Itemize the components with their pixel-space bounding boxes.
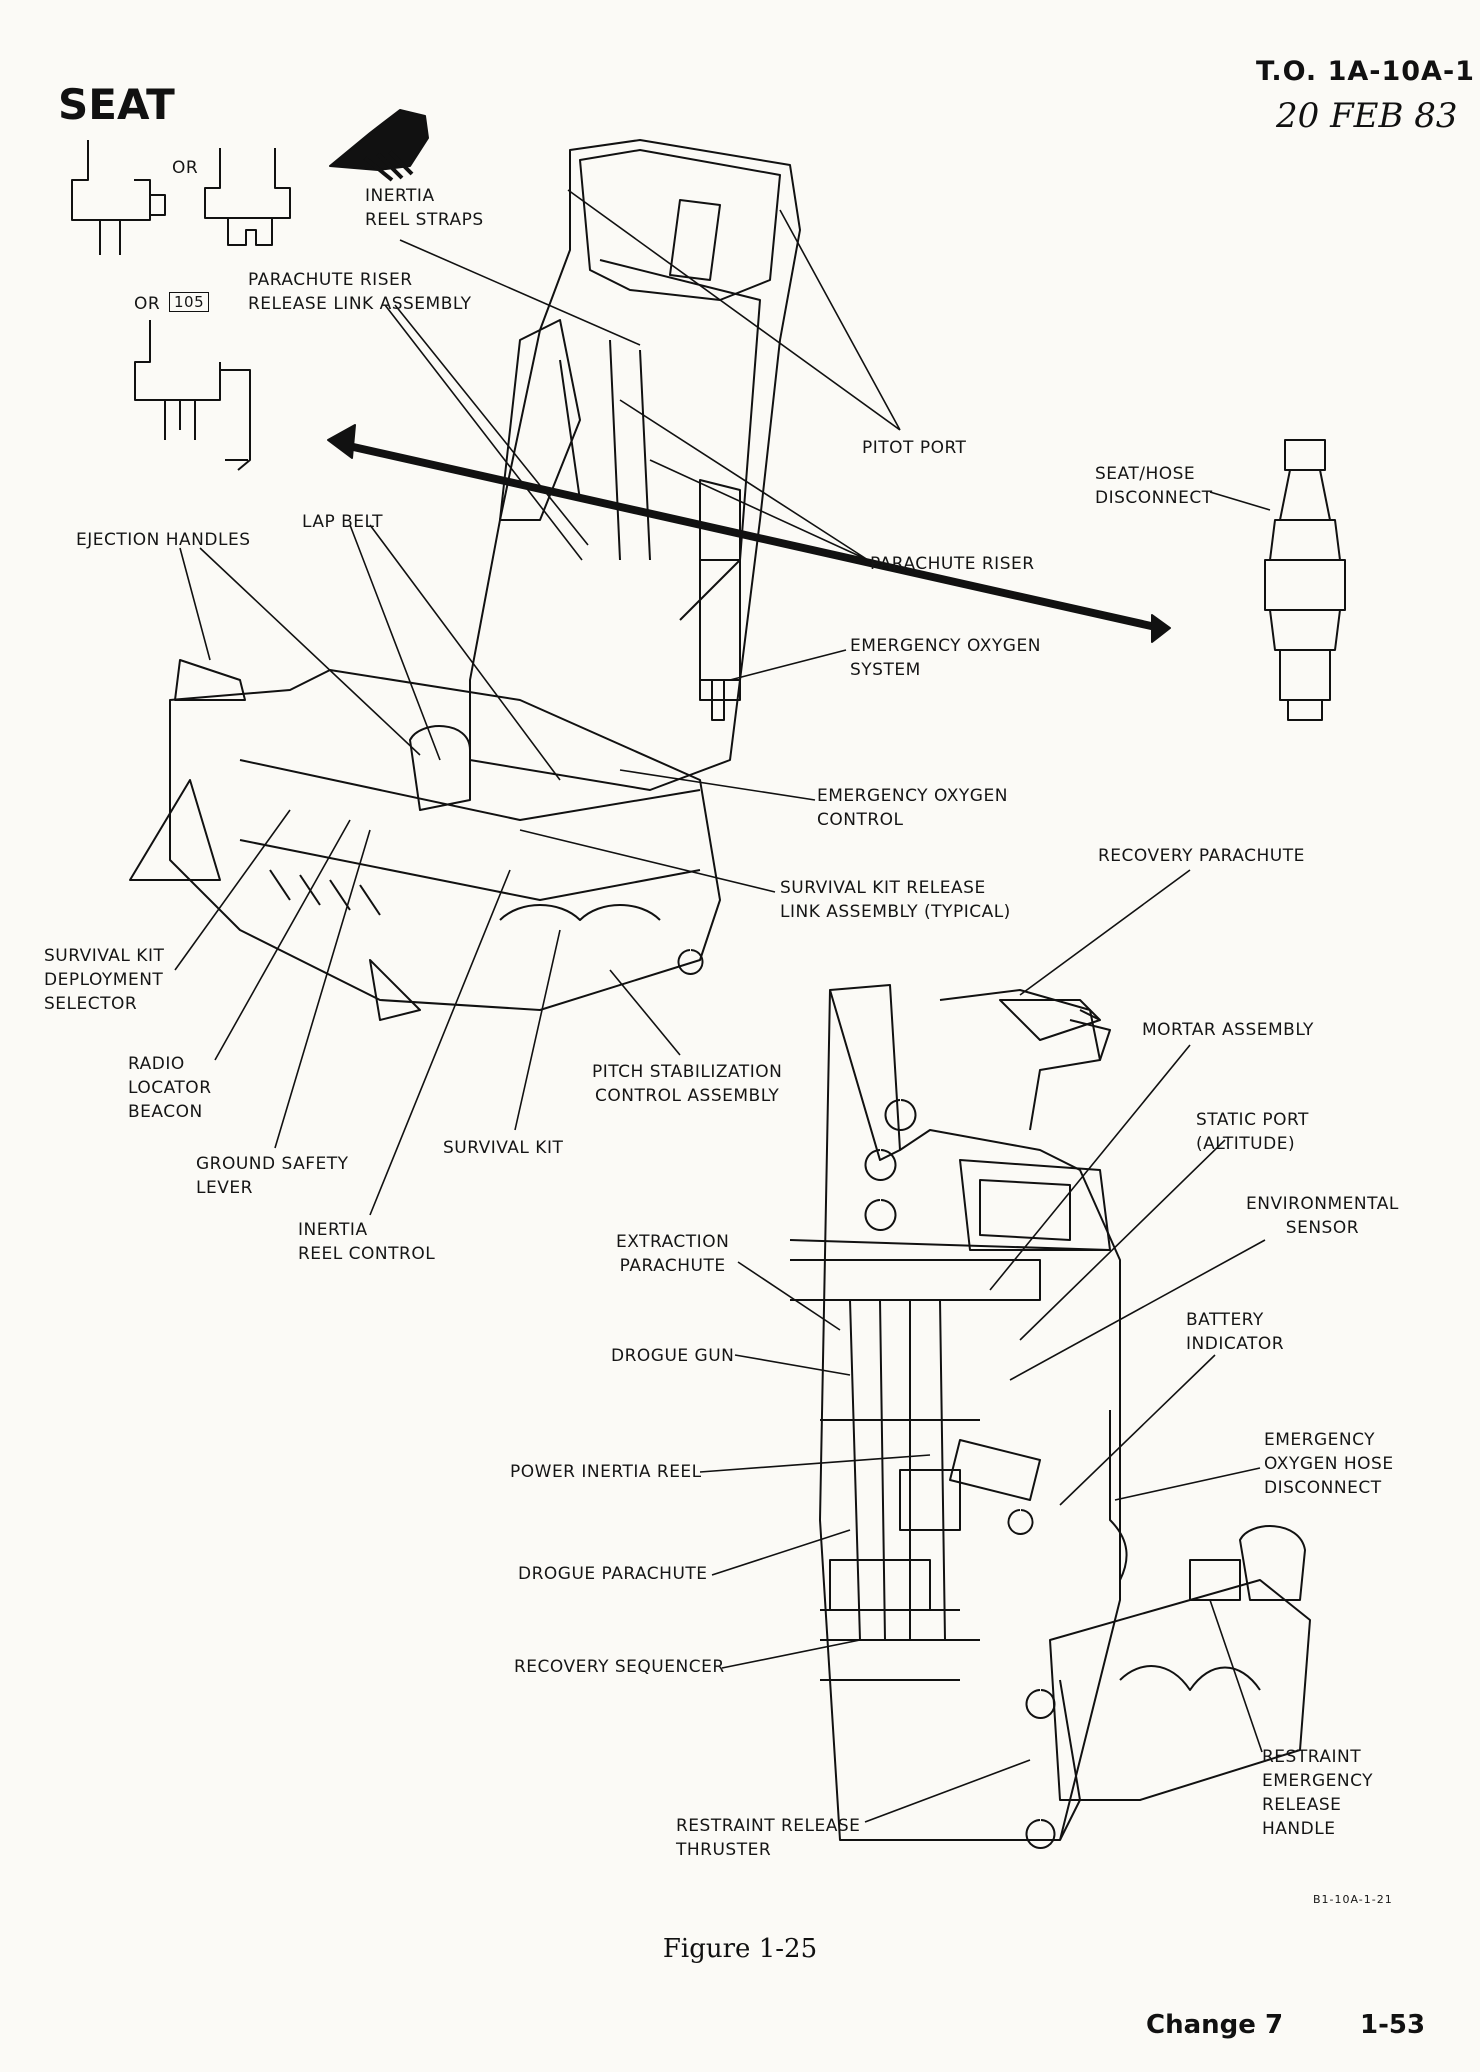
callout-ground-safety-lever: GROUND SAFETY LEVER bbox=[196, 1154, 349, 1198]
callout-recovery-sequencer: RECOVERY SEQUENCER bbox=[514, 1657, 725, 1677]
pointing-hand-icon bbox=[329, 109, 429, 182]
callout-emergency-oxygen-hose-disconnect: EMERGENCY OXYGEN HOSE DISCONNECT bbox=[1264, 1430, 1394, 1498]
callout-power-inertia-reel: POWER INERTIA REEL bbox=[510, 1462, 702, 1482]
figure-code: B1-10A-1-21 bbox=[1313, 1893, 1393, 1906]
callout-drogue-gun: DROGUE GUN bbox=[611, 1346, 735, 1366]
change-number: Change 7 bbox=[1146, 2010, 1284, 2040]
callout-restraint-release-thruster: RESTRAINT RELEASE THRUSTER bbox=[676, 1816, 861, 1860]
callout-mortar-assembly: MORTAR ASSEMBLY bbox=[1142, 1020, 1314, 1040]
callout-inertia-reel-straps: INERTIA REEL STRAPS bbox=[365, 186, 484, 230]
upper-seat-illustration bbox=[129, 139, 801, 1021]
revision-date: 20 FEB 83 bbox=[1276, 96, 1458, 136]
callout-survival-kit-release-link: SURVIVAL KIT RELEASE LINK ASSEMBLY (TYPI… bbox=[780, 878, 1011, 922]
callout-drogue-parachute: DROGUE PARACHUTE bbox=[518, 1564, 708, 1584]
direction-arrow-icon bbox=[327, 424, 1171, 643]
callout-pitch-stabilization: PITCH STABILIZATION CONTROL ASSEMBLY bbox=[592, 1062, 783, 1106]
mod-number: 105 bbox=[169, 292, 210, 312]
leader-lines bbox=[174, 189, 1271, 1823]
callout-lap-belt: LAP BELT bbox=[302, 512, 384, 532]
or-label-1: OR bbox=[172, 158, 199, 178]
callout-seat-hose-disconnect: SEAT/HOSE DISCONNECT bbox=[1095, 464, 1213, 508]
mod-number-box: 105 bbox=[169, 290, 210, 314]
callout-restraint-emergency-release-handle: RESTRAINT EMERGENCY RELEASE HANDLE bbox=[1262, 1747, 1374, 1839]
callout-emergency-oxygen-system: EMERGENCY OXYGEN SYSTEM bbox=[850, 636, 1041, 680]
callout-static-port: STATIC PORT (ALTITUDE) bbox=[1196, 1110, 1309, 1154]
technical-order-number: T.O. 1A-10A-1 bbox=[1256, 56, 1475, 87]
section-title: SEAT bbox=[58, 80, 175, 129]
callout-extraction-parachute: EXTRACTION PARACHUTE bbox=[616, 1232, 730, 1276]
or-label-2: OR bbox=[134, 294, 161, 314]
callout-parachute-riser-release-link: PARACHUTE RISER RELEASE LINK ASSEMBLY bbox=[248, 270, 472, 314]
callout-radio-locator-beacon: RADIO LOCATOR BEACON bbox=[128, 1054, 212, 1122]
seat-hose-disconnect-illustration bbox=[1264, 439, 1346, 721]
callout-environmental-sensor: ENVIRONMENTAL SENSOR bbox=[1246, 1194, 1399, 1238]
callout-survival-kit: SURVIVAL KIT bbox=[443, 1138, 564, 1158]
seat-variant-icon bbox=[71, 140, 291, 471]
page-number: 1-53 bbox=[1360, 2010, 1426, 2040]
callout-inertia-reel-control: INERTIA REEL CONTROL bbox=[298, 1220, 436, 1264]
callout-parachute-riser: PARACHUTE RISER bbox=[870, 554, 1035, 574]
callout-recovery-parachute: RECOVERY PARACHUTE bbox=[1098, 846, 1305, 866]
figure-caption: Figure 1-25 bbox=[662, 1934, 818, 1964]
callout-survival-kit-deployment-selector: SURVIVAL KIT DEPLOYMENT SELECTOR bbox=[44, 946, 165, 1014]
callout-pitot-port: PITOT PORT bbox=[862, 438, 967, 458]
callout-emergency-oxygen-control: EMERGENCY OXYGEN CONTROL bbox=[817, 786, 1008, 830]
lower-seat-illustration bbox=[789, 984, 1311, 1849]
callout-ejection-handles: EJECTION HANDLES bbox=[76, 530, 251, 550]
callout-battery-indicator: BATTERY INDICATOR bbox=[1186, 1310, 1285, 1354]
